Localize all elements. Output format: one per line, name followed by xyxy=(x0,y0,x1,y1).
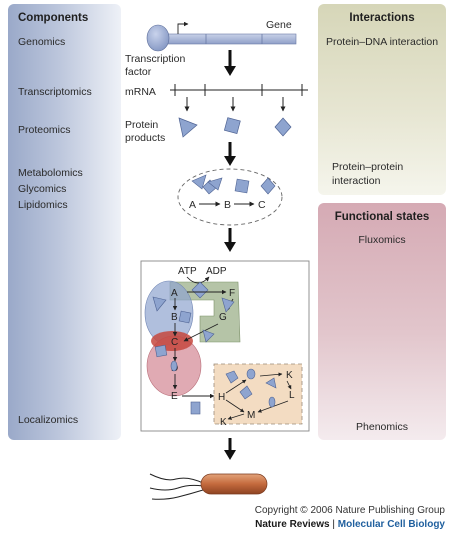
pathway-ellipse xyxy=(177,168,283,226)
network-node-a: A xyxy=(171,288,178,299)
down-arrow-1 xyxy=(224,50,236,76)
protein-dna-label: Protein–DNA interaction xyxy=(325,36,439,48)
bacterium-body xyxy=(200,473,268,495)
glycomics-label: Glycomics xyxy=(18,183,67,195)
tf-label-line2: factor xyxy=(125,66,152,78)
down-arrow-4 xyxy=(224,438,236,460)
down-arrow-2 xyxy=(224,142,236,166)
flow-arrows xyxy=(224,50,236,460)
interactions-panel: Interactions Protein–DNA interaction Pro… xyxy=(318,4,446,195)
journal-separator: | xyxy=(329,519,338,530)
components-title: Components xyxy=(18,12,89,24)
network-node-l: L xyxy=(289,390,295,401)
pathway-node-c: C xyxy=(258,199,266,211)
copyright-text: Copyright © 2006 Nature Publishing Group xyxy=(254,505,445,516)
protein-label-line2: products xyxy=(125,132,165,144)
journal-name: Nature Reviews xyxy=(255,519,330,530)
functional-states-panel: Functional states Fluxomics Phenomics xyxy=(318,203,446,440)
bacterium xyxy=(149,473,268,500)
components-panel: Components Genomics Transcriptomics Prot… xyxy=(8,4,121,440)
network-box: ATP ADP A B C D E F G H K L M K xyxy=(140,260,310,432)
mrna-section: mRNA xyxy=(125,84,308,112)
network-node-c: C xyxy=(171,337,178,348)
network-node-k-top: K xyxy=(286,370,293,381)
genomics-label: Genomics xyxy=(18,36,66,48)
transcription-factor-shape xyxy=(146,24,170,52)
gene-label: Gene xyxy=(266,19,292,31)
tf-label-line1: Transcription xyxy=(125,53,185,65)
adp-label: ADP xyxy=(206,266,227,277)
protein-label-line1: Protein xyxy=(125,119,158,131)
network-node-b: B xyxy=(171,312,178,323)
proteomics-label: Proteomics xyxy=(18,124,71,136)
protein-diamond xyxy=(274,117,292,137)
network-node-e: E xyxy=(171,391,178,402)
gene-bar xyxy=(165,33,297,45)
protein-triangle xyxy=(178,117,198,138)
protein-products: Protein products xyxy=(125,117,292,144)
network-node-m: M xyxy=(247,410,255,421)
protein-square xyxy=(223,117,241,135)
metabolite-pathway: A B C xyxy=(177,168,283,226)
transcriptomics-label: Transcriptomics xyxy=(18,86,92,98)
promoter-arrow xyxy=(177,21,189,34)
mrna-label: mRNA xyxy=(125,86,156,98)
metabolomics-label: Metabolomics xyxy=(18,167,83,179)
protein-protein-label-2: interaction xyxy=(332,175,381,187)
interactions-title: Interactions xyxy=(349,12,415,24)
fluxomics-label: Fluxomics xyxy=(358,234,406,246)
journal-section: Molecular Cell Biology xyxy=(337,519,445,530)
down-arrow-3 xyxy=(224,228,236,252)
phenomics-label: Phenomics xyxy=(356,421,408,433)
localizomics-label: Localizomics xyxy=(18,414,79,426)
functional-states-title: Functional states xyxy=(334,211,430,223)
journal-line: Nature Reviews | Molecular Cell Biology xyxy=(255,519,445,530)
atp-label: ATP xyxy=(178,266,197,277)
network-node-k-bottom: K xyxy=(220,417,227,428)
network-node-f: F xyxy=(229,288,235,299)
gene-section: Gene Transcription factor xyxy=(125,19,297,78)
pathway-node-a: A xyxy=(189,199,196,211)
protein-protein-label: Protein–protein xyxy=(332,161,404,173)
network-node-g: G xyxy=(219,312,227,323)
network-node-h: H xyxy=(218,392,225,403)
pathway-node-b: B xyxy=(224,199,231,211)
lipidomics-label: Lipidomics xyxy=(18,199,68,211)
